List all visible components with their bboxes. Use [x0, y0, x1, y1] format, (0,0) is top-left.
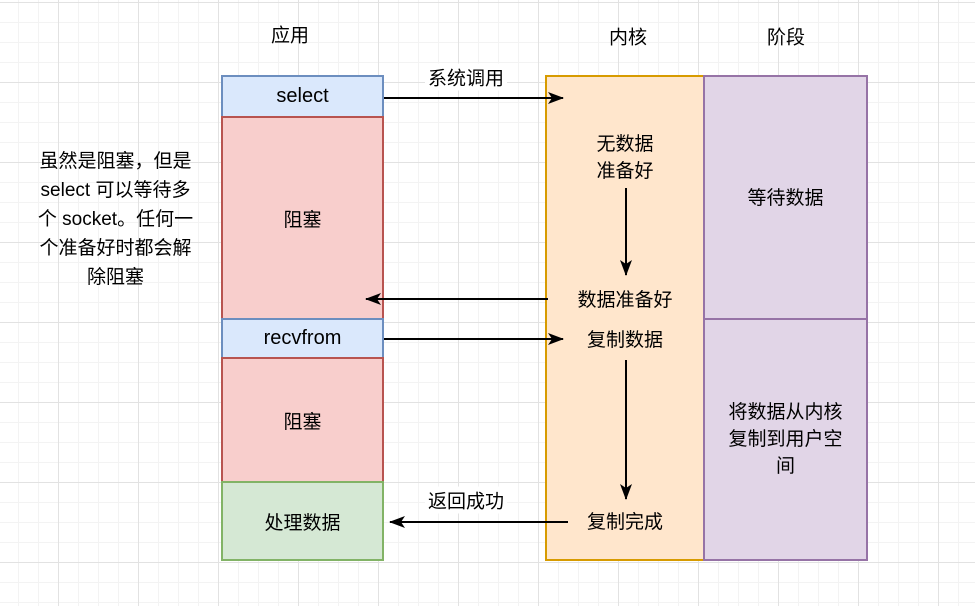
recvfrom-call-box: recvfrom	[221, 318, 384, 359]
select-call-label: select	[276, 85, 329, 107]
stage-copy-box	[703, 318, 868, 561]
stage-wait-box	[703, 75, 868, 320]
blocking-box-2: 阻塞	[221, 357, 384, 483]
kernel-copy-data-text: 复制数据	[586, 330, 663, 351]
column-header-stage: 阶段	[766, 27, 806, 49]
return-success-arrow-label: 返回成功	[424, 486, 508, 514]
kernel-copy-done-text: 复制完成	[586, 512, 663, 533]
kernel-no-data-ready-text: 无数据 准备好	[596, 134, 654, 182]
stage-copy-to-user-text: 将数据从内核 复制到用户空 间	[728, 402, 843, 477]
select-note-text: 虽然是阻塞，但是 select 可以等待多 个 socket。任何一 个准备好时…	[37, 151, 194, 288]
process-data-box: 处理数据	[221, 481, 384, 561]
recvfrom-call-label: recvfrom	[263, 327, 342, 349]
column-header-kernel: 内核	[608, 27, 648, 49]
stage-wait-data-text: 等待数据	[747, 188, 824, 209]
blocking-label-1: 阻塞	[283, 209, 322, 231]
column-header-application: 应用	[270, 25, 310, 47]
blocking-label-2: 阻塞	[283, 411, 322, 433]
select-call-box: select	[221, 75, 384, 118]
process-data-label: 处理数据	[264, 512, 341, 534]
syscall-arrow-label: 系统调用	[424, 63, 508, 91]
kernel-data-ready-text: 数据准备好	[577, 290, 673, 311]
blocking-box-1: 阻塞	[221, 116, 384, 320]
